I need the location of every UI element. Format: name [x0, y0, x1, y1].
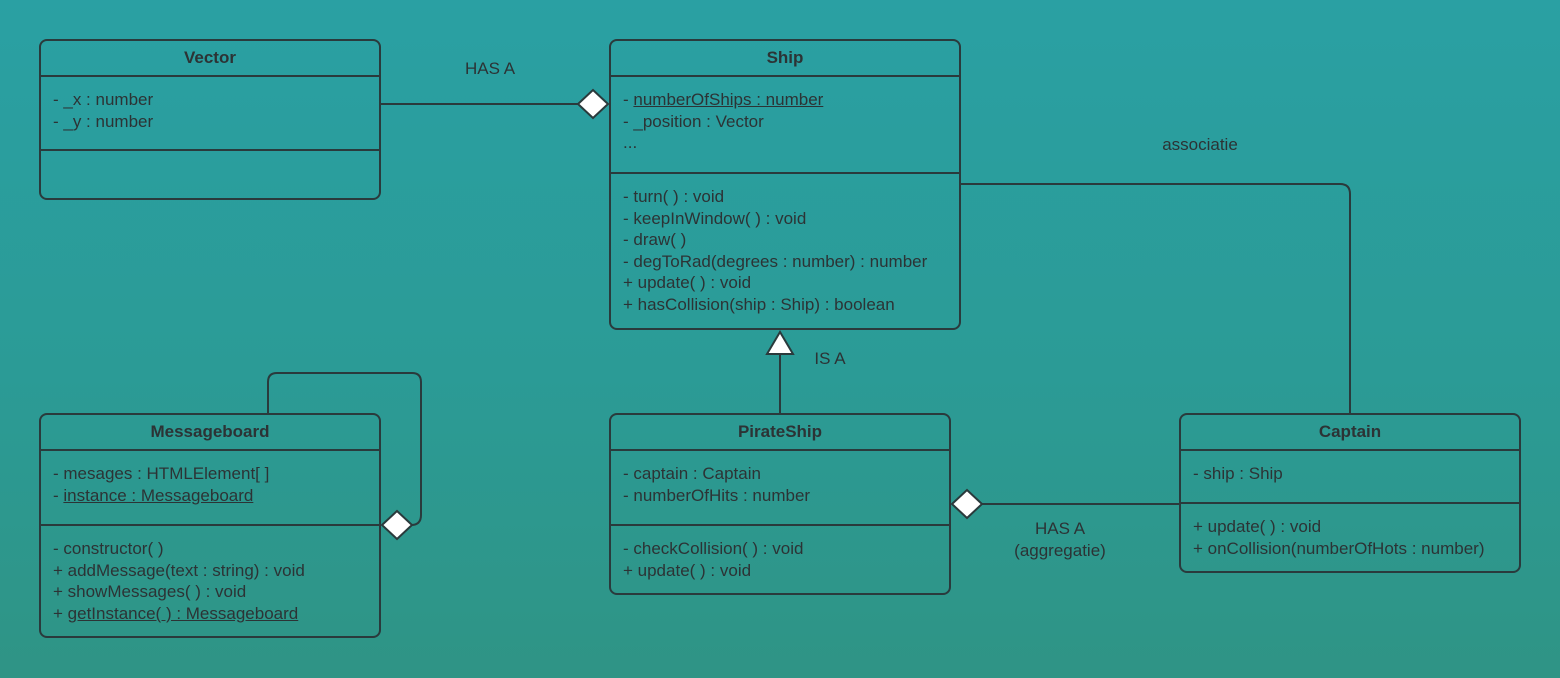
method-row: + update( ) : void — [623, 273, 752, 293]
label-vector-ship: HAS A — [464, 59, 516, 78]
method-row: - constructor( ) — [53, 539, 164, 558]
attribute-visibility: - — [53, 485, 64, 505]
ship-captain-association-line[interactable] — [961, 183, 1351, 413]
aggregation-diamond-messageboard — [380, 509, 414, 541]
class-captain-methods: + update( ) : void + onCollision(numberO… — [1181, 502, 1519, 567]
class-ship-name: Ship — [611, 41, 959, 77]
method-row: + hasCollision(ship : Ship) : boolean — [623, 294, 895, 314]
attribute-row: - mesages : HTMLElement[ ] — [53, 464, 270, 483]
method-row-static: + getInstance( ) : Messageboard — [53, 603, 367, 625]
messageboard-self-association-line[interactable] — [267, 372, 422, 526]
attribute-static-text: instance : Messageboard — [63, 485, 254, 505]
aggregation-diamond-ship — [576, 88, 610, 120]
attribute-row: - captain : Captain — [623, 464, 761, 483]
method-row: + onCollision(numberOfHots : number) — [1193, 538, 1485, 558]
attribute-visibility: - — [623, 90, 634, 109]
class-captain-attributes: - ship : Ship — [1181, 451, 1519, 502]
label-ship-captain: associatie — [1162, 135, 1238, 154]
class-messageboard-methods: - constructor( ) + addMessage(text : str… — [41, 524, 379, 632]
class-pirateship-attributes: - captain : Captain - numberOfHits : num… — [611, 451, 949, 524]
class-vector-attributes: - _x : number - _y : number — [41, 77, 379, 149]
class-vector-methods — [41, 149, 379, 198]
label-captain-pirateship-line1: HAS A — [1034, 519, 1086, 538]
class-messageboard-attributes: - mesages : HTMLElement[ ] - instance : … — [41, 451, 379, 524]
class-ship[interactable]: Ship - numberOfShips : number - _positio… — [609, 39, 961, 330]
class-ship-methods: - turn( ) : void - keepInWindow( ) : voi… — [611, 172, 959, 324]
method-row: - draw( ) — [623, 230, 687, 250]
method-row: - checkCollision( ) : void — [623, 539, 804, 558]
class-pirateship-name: PirateShip — [611, 415, 949, 451]
method-row: - turn( ) : void — [623, 187, 725, 206]
label-pirateship-ship: IS A — [814, 349, 846, 368]
class-captain-name: Captain — [1181, 415, 1519, 451]
attribute-row-static: - instance : Messageboard — [53, 485, 367, 507]
class-captain[interactable]: Captain - ship : Ship + update( ) : void… — [1179, 413, 1521, 573]
class-pirateship[interactable]: PirateShip - captain : Captain - numberO… — [609, 413, 951, 595]
class-messageboard-name: Messageboard — [41, 415, 379, 451]
label-captain-pirateship-line2: (aggregatie) — [1014, 541, 1106, 560]
class-vector-name: Vector — [41, 41, 379, 77]
inheritance-triangle — [765, 330, 795, 355]
method-row: + addMessage(text : string) : void — [53, 560, 305, 580]
attribute-row: - _position : Vector — [623, 111, 764, 131]
method-visibility: + — [53, 603, 68, 623]
class-ship-attributes: - numberOfShips : number - _position : V… — [611, 77, 959, 172]
attribute-row: ... — [623, 133, 638, 153]
attribute-row: - _x : number — [53, 90, 154, 109]
attribute-static-text: numberOfShips : number — [633, 90, 824, 109]
method-row: + update( ) : void — [1193, 517, 1322, 536]
class-messageboard[interactable]: Messageboard - mesages : HTMLElement[ ] … — [39, 413, 381, 638]
method-row: - keepInWindow( ) : void — [623, 208, 807, 228]
method-row: + showMessages( ) : void — [53, 582, 247, 602]
aggregation-diamond-pirateship — [950, 488, 984, 520]
method-row: + update( ) : void — [623, 560, 752, 580]
method-static-text: getInstance( ) : Messageboard — [67, 603, 299, 623]
attribute-row-static: - numberOfShips : number — [623, 89, 947, 111]
attribute-row: - numberOfHits : number — [623, 485, 811, 505]
method-row: - degToRad(degrees : number) : number — [623, 251, 928, 271]
class-pirateship-methods: - checkCollision( ) : void + update( ) :… — [611, 524, 949, 589]
attribute-row: - _y : number — [53, 111, 154, 131]
class-vector[interactable]: Vector - _x : number - _y : number — [39, 39, 381, 200]
attribute-row: - ship : Ship — [1193, 464, 1283, 483]
label-captain-pirateship: HAS A (aggregatie) — [1000, 518, 1120, 562]
